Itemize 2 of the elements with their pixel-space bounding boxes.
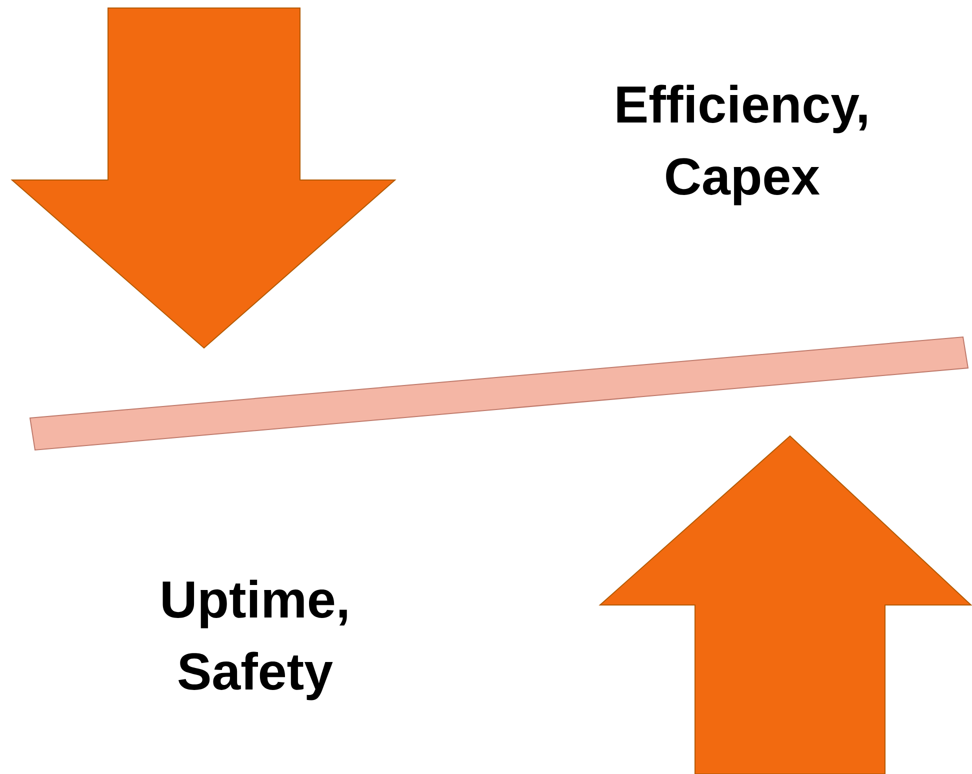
label-text: Uptime, Safety — [162, 580, 347, 700]
label-text: Efficiency, Capex — [617, 84, 867, 206]
